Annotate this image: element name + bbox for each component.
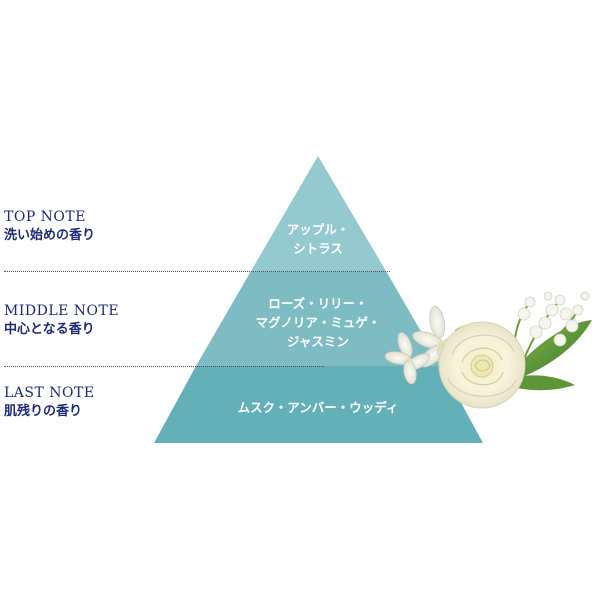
top-note-line: シトラス <box>293 241 343 256</box>
jasmine-flower <box>384 332 431 385</box>
top-note-line: アップル・ <box>286 222 350 237</box>
divider-top-middle <box>4 271 390 272</box>
top-note-title: TOP NOTE <box>4 209 86 225</box>
last-note-line: ムスク・アンバー・ウッディ <box>237 400 399 415</box>
pyramid-tier-last <box>154 366 483 443</box>
middle-note-ingredients: ローズ・リリー・ マグノリア・ミュゲ・ ジャスミン <box>218 294 418 351</box>
top-note-subtitle: 洗い始めの香り <box>4 228 96 243</box>
lily-of-the-valley-bells <box>517 291 590 347</box>
middle-note-title: MIDDLE NOTE <box>4 303 120 319</box>
last-note-subtitle: 肌残りの香り <box>4 404 83 419</box>
top-note-ingredients: アップル・ シトラス <box>218 220 418 258</box>
last-note-label: LAST NOTE 肌残りの香り <box>4 384 95 422</box>
last-note-ingredients: ムスク・アンバー・ウッディ <box>218 398 418 417</box>
middle-note-label: MIDDLE NOTE 中心となる香り <box>4 302 119 340</box>
middle-note-subtitle: 中心となる香り <box>4 322 95 337</box>
middle-note-line: ジャスミン <box>287 334 349 349</box>
pyramid-tier-top <box>251 156 386 271</box>
divider-middle-last <box>4 366 324 367</box>
top-note-label: TOP NOTE 洗い始めの香り <box>4 208 95 246</box>
middle-note-line: マグノリア・ミュゲ・ <box>255 315 381 330</box>
last-note-title: LAST NOTE <box>4 385 95 401</box>
middle-note-line: ローズ・リリー・ <box>268 296 368 311</box>
white-rose <box>438 321 526 409</box>
pyramid-tier-middle <box>196 271 441 366</box>
leaf-shape <box>512 320 592 378</box>
